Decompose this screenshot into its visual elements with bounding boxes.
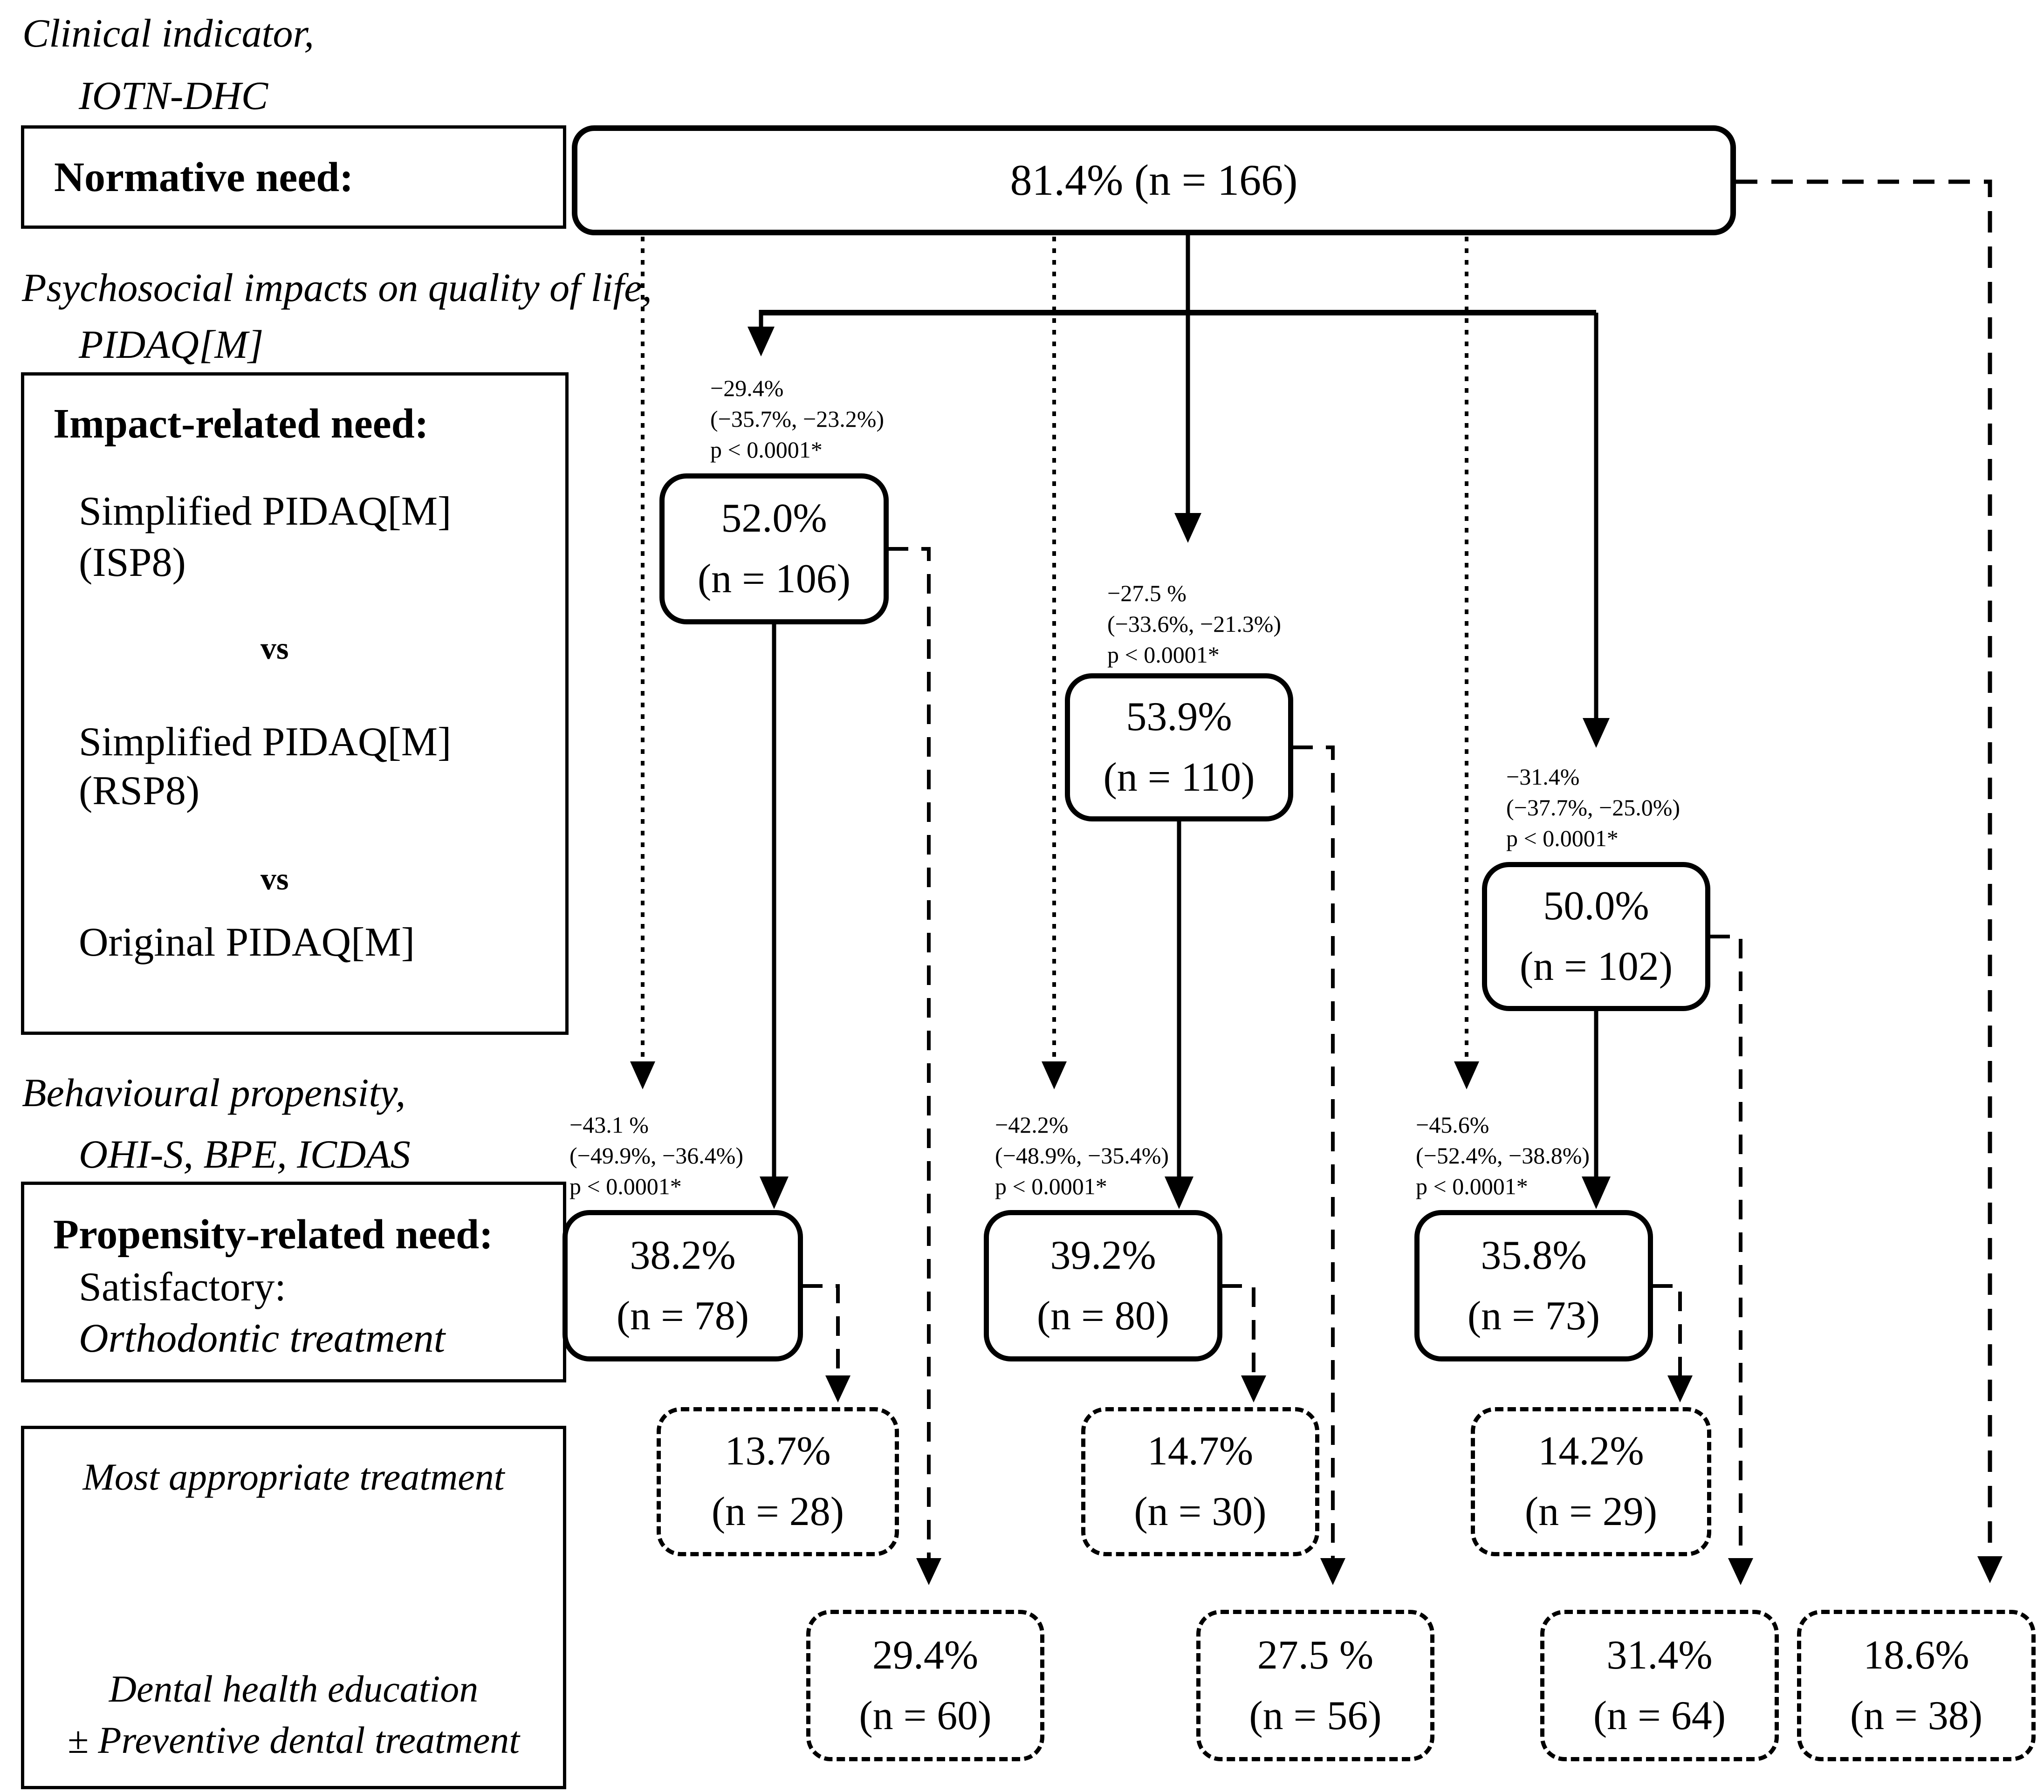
panel-impact-need: Impact-related need: Simplified PIDAQ[M]… (21, 372, 569, 1035)
solid-arrowheads (748, 327, 1611, 1209)
node-propensity-rsp8: 39.2% (n = 80) (984, 1210, 1222, 1361)
node-education-isp8: 29.4% (n = 60) (806, 1610, 1044, 1761)
node-impact-original: 50.0% (n = 102) (1482, 862, 1710, 1011)
node-education-rsp8: 27.5 % (n = 56) (1196, 1610, 1434, 1761)
stat-annotation-propensity-rsp8: −42.2% (−48.9%, −35.4%) p < 0.0001* (995, 1112, 1169, 1199)
panel-propensity-line2: Satisfactory: (79, 1265, 286, 1310)
dashed-arrowheads (825, 1375, 2003, 1585)
section-label-clinical-line1: Clinical indicator, (22, 11, 314, 55)
panel-impact-title: Impact-related need: (53, 401, 429, 447)
dotted-connectors (641, 237, 1468, 1060)
stat-annotation-propensity-original: −45.6% (−52.4%, −38.8%) p < 0.0001* (1416, 1112, 1590, 1199)
section-label-behavioural-line1: Behavioural propensity, (22, 1070, 406, 1115)
node-treatment-isp8: 13.7% (n = 28) (657, 1407, 899, 1556)
node-normative-need: 81.4% (n = 166) (572, 125, 1736, 235)
node-impact-rsp8: 53.9% (n = 110) (1065, 673, 1293, 821)
root-dashed-connector (1736, 179, 1992, 1557)
panel-propensity-line3: Orthodontic treatment (79, 1316, 446, 1361)
impact-option1-line1: Simplified PIDAQ[M] (79, 489, 452, 534)
stat-annotation-impact-rsp8: −27.5 % (−33.6%, −21.3%) p < 0.0001* (1107, 580, 1281, 668)
solid-connectors (759, 235, 1598, 1177)
impact-option3: Original PIDAQ[M] (79, 920, 415, 965)
outcome-education-line1: Dental health education (109, 1668, 479, 1710)
dashed-connectors (803, 547, 1742, 1559)
stat-annotation-impact-original: −31.4% (−37.7%, −25.0%) p < 0.0001* (1506, 764, 1680, 851)
panel-normative-title: Normative need: (54, 154, 354, 200)
impact-option2-line1: Simplified PIDAQ[M] (79, 719, 452, 765)
panel-normative-need: Normative need: (21, 125, 566, 229)
section-label-behavioural-line2: OHI-S, BPE, ICDAS (79, 1132, 411, 1176)
impact-vs2: vs (261, 861, 289, 896)
outcome-education-line2: ± Preventive dental treatment (67, 1719, 520, 1761)
node-education-original: 31.4% (n = 64) (1540, 1610, 1779, 1761)
impact-option2-line2: (RSP8) (79, 768, 200, 814)
impact-vs1: vs (261, 630, 289, 666)
section-label-psychosocial-line2: PIDAQ[M] (79, 322, 264, 367)
panel-propensity-need: Propensity-related need: Satisfactory: O… (21, 1182, 566, 1382)
node-propensity-original: 35.8% (n = 73) (1414, 1210, 1653, 1361)
section-label-psychosocial-line1: Psychosocial impacts on quality of life, (22, 265, 652, 310)
panel-outcomes: Most appropriate treatment Dental health… (21, 1426, 566, 1789)
impact-option1-line2: (ISP8) (79, 540, 186, 585)
node-treatment-rsp8: 14.7% (n = 30) (1081, 1407, 1319, 1556)
node-education-no-normative: 18.6% (n = 38) (1797, 1610, 2036, 1761)
node-treatment-original: 14.2% (n = 29) (1471, 1407, 1711, 1556)
dotted-arrowheads (630, 1061, 1479, 1089)
node-impact-isp8: 52.0% (n = 106) (659, 473, 889, 624)
outcome-most-appropriate: Most appropriate treatment (82, 1456, 505, 1498)
stat-annotation-propensity-isp8: −43.1 % (−49.9%, −36.4%) p < 0.0001* (569, 1112, 743, 1199)
stat-annotation-impact-isp8: −29.4% (−35.7%, −23.2%) p < 0.0001* (710, 375, 884, 463)
section-label-clinical-line2: IOTN-DHC (79, 73, 268, 118)
node-propensity-isp8: 38.2% (n = 78) (562, 1210, 803, 1361)
panel-propensity-title: Propensity-related need: (53, 1211, 494, 1258)
